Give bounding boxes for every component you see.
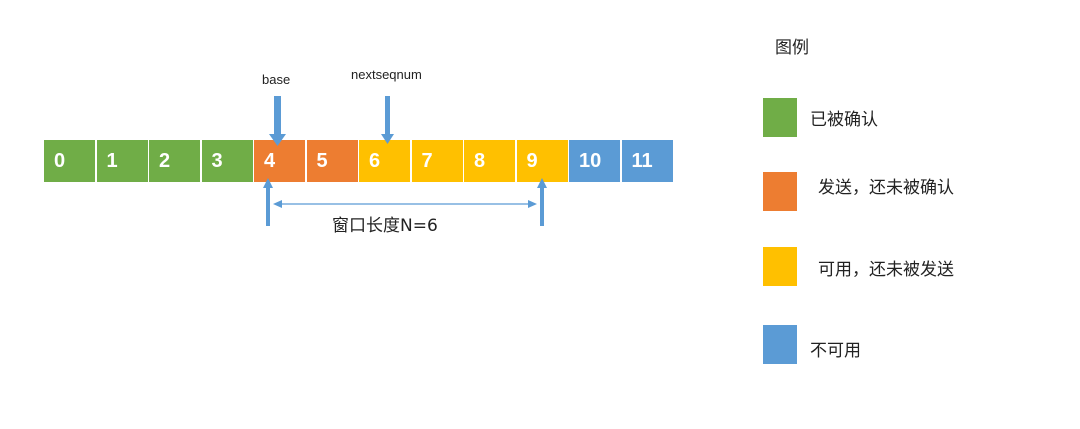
window-start-up-arrow <box>263 178 273 226</box>
legend-label-unusable: 不可用 <box>810 341 861 361</box>
legend-label-acknowledged: 已被确认 <box>810 110 878 130</box>
seq-cell-6: 6 <box>359 140 410 182</box>
window-span-arrow <box>273 200 537 208</box>
legend-swatch-acknowledged <box>763 98 797 137</box>
seq-cell-10: 10 <box>569 140 620 182</box>
legend-title: 图例 <box>775 38 809 58</box>
seq-cell-11: 11 <box>621 140 673 182</box>
seq-cell-2: 2 <box>149 140 200 182</box>
seq-cell-8: 8 <box>464 140 515 182</box>
nextseqnum-pointer-label: nextseqnum <box>351 67 422 82</box>
seq-cell-0: 0 <box>44 140 95 182</box>
seq-cell-1: 1 <box>96 140 148 182</box>
legend-swatch-unusable <box>763 325 797 364</box>
seq-cell-7: 7 <box>411 140 463 182</box>
legend-label-usable-unsent: 可用，还未被发送 <box>818 260 954 280</box>
legend-swatch-usable-unsent <box>763 247 797 286</box>
seq-cell-5: 5 <box>306 140 358 182</box>
seq-cell-3: 3 <box>201 140 253 182</box>
base-down-arrow <box>269 96 286 146</box>
nextseqnum-down-arrow <box>381 96 394 144</box>
base-pointer-label: base <box>262 72 291 87</box>
legend-swatch-sent-unacked <box>763 172 797 211</box>
window-end-up-arrow <box>537 178 547 226</box>
seq-cell-9: 9 <box>516 140 568 182</box>
window-length-label: 窗口长度N=6 <box>332 216 438 236</box>
legend-label-sent-unacked: 发送，还未被确认 <box>818 178 954 198</box>
seq-cell-4: 4 <box>254 140 305 182</box>
